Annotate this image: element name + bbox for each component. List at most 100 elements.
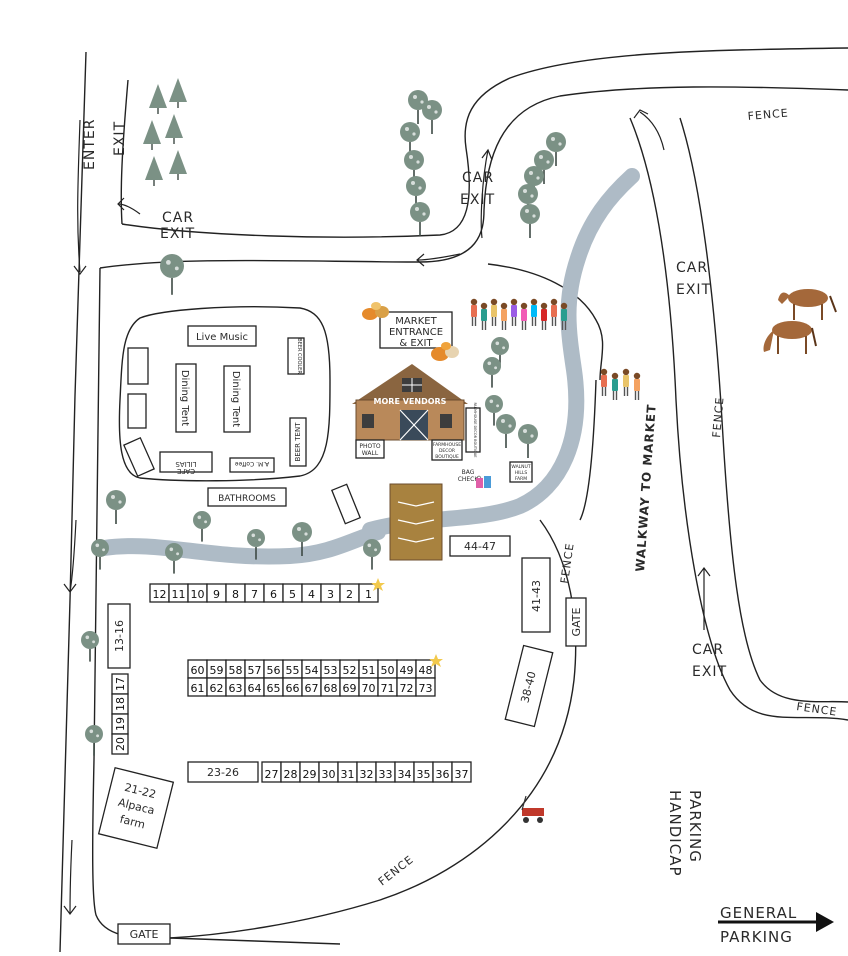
tree-icon [422, 100, 442, 134]
am-coffee-box [229, 457, 275, 473]
tree-icon [520, 204, 540, 238]
general-parking-label-1: GENERAL [720, 904, 797, 922]
small-tent-slot [330, 483, 362, 525]
dining-tent-1 [175, 363, 197, 433]
stall-range-44-47 [449, 535, 511, 557]
stall-box [415, 677, 436, 697]
stall-number: 63 [229, 682, 243, 695]
car-exit-mid-label-1: CAR [462, 170, 494, 186]
stall-number: 19 [114, 717, 127, 731]
farmhouse-side-box [465, 407, 481, 453]
tree-icon [410, 202, 430, 236]
tree-icon [546, 132, 566, 166]
walkway-path [96, 168, 640, 565]
handicap-label-1: HANDICAP [666, 790, 684, 877]
stall-number: 55 [286, 664, 300, 677]
fence-top-label: FENCE [747, 106, 789, 123]
stall-number: 70 [362, 682, 376, 695]
stall-number: 9 [213, 588, 220, 601]
general-parking-label-2: PARKING [720, 928, 793, 946]
bathrooms-label: BATHROOMS [218, 494, 276, 504]
dining-area-outline [118, 306, 331, 482]
stall-number: 64 [248, 682, 262, 695]
traffic-arrows [63, 109, 711, 915]
stall-number: 52 [343, 664, 357, 677]
pumpkin-icon [431, 342, 459, 361]
stall-number: 5 [289, 588, 296, 601]
stall-range-23-26 [187, 761, 259, 783]
stall-number: 36 [436, 768, 450, 781]
stall-number: 73 [419, 682, 433, 695]
dining-tent-2 [223, 365, 251, 433]
stall-number: 49 [400, 664, 414, 677]
tent-slot-1 [127, 347, 149, 385]
stall-number: 69 [343, 682, 357, 695]
stall-range-23-26-label: 23-26 [207, 766, 239, 779]
tree-icon [496, 414, 516, 448]
stall-range-13-16-label: 13-16 [113, 620, 126, 652]
stall-number: 62 [210, 682, 224, 695]
stall-number: 32 [360, 768, 374, 781]
farmhouse-decor-box [431, 439, 463, 461]
pine-tree-icon [145, 156, 163, 186]
fence-bottom-label: FENCE [376, 853, 416, 889]
beer-tent-box [289, 417, 307, 467]
stall-number: 71 [381, 682, 395, 695]
tree-icon [400, 122, 420, 156]
stall-number: 20 [114, 737, 127, 751]
tree-icon [91, 539, 109, 570]
stall-number: 31 [341, 768, 355, 781]
dining-tent-1-label: Dining Tent [179, 370, 190, 426]
stall-number: 56 [267, 664, 281, 677]
photo-wall-box [355, 439, 385, 459]
enter-label: ENTER [82, 119, 98, 170]
stall-box [358, 583, 379, 603]
beer-tent-label: BEER TENT [294, 422, 302, 462]
tent-slot-2 [127, 393, 147, 429]
stall-range-13-16 [107, 603, 131, 669]
stall-number: 1 [365, 588, 372, 601]
stall-number: 59 [210, 664, 224, 677]
stall-number: 67 [305, 682, 319, 695]
stall-number: 29 [303, 768, 317, 781]
beer-cooler-box [287, 337, 305, 375]
stall-box [451, 761, 472, 783]
tree-icon [106, 490, 126, 524]
stall-number: 66 [286, 682, 300, 695]
walnut-hills-label-3: FARM [515, 476, 527, 482]
lilias-cafe-label-2: CAFE [177, 467, 195, 475]
tree-icon [485, 395, 503, 426]
stall-number: 11 [172, 588, 186, 601]
roads [59, 47, 848, 953]
walnut-hills-box [509, 461, 533, 483]
shoppers-crowd-icon [470, 298, 568, 330]
lilias-cafe-box [159, 451, 213, 473]
tree-icon [81, 631, 99, 662]
alpaca-farm-box: 21-22 Alpaca farm [97, 766, 175, 850]
car-exit-bottom-label-2: EXIT [692, 664, 727, 680]
barn-icon [352, 364, 468, 441]
stall-number: 10 [191, 588, 205, 601]
farmhouse-side-label: FARMHOUSE DECOR BOUTIQUE [473, 402, 477, 457]
gate-bottom-label: GATE [130, 928, 159, 941]
stall-number: 30 [322, 768, 336, 781]
market-entrance-label-3: & EXIT [399, 338, 433, 349]
farmhouse-decor-label-3: BOUTIQUE [435, 454, 459, 460]
dining-tent-2-label: Dining Tent [230, 371, 241, 427]
tree-icon [363, 539, 381, 570]
handicap-label-2: PARKING [686, 790, 704, 863]
farmhouse-decor-label-2: DECOR [439, 448, 455, 454]
gate-bottom-box [117, 923, 171, 945]
star-icon [429, 654, 443, 667]
stall-number: 35 [417, 768, 431, 781]
tree-icon [160, 254, 184, 295]
stall-number: 68 [324, 682, 338, 695]
walnut-hills-label-1: WALNUT [511, 464, 530, 470]
photo-wall-label-1: PHOTO [359, 443, 381, 450]
stall-range-44-47-label: 44-47 [464, 540, 496, 553]
